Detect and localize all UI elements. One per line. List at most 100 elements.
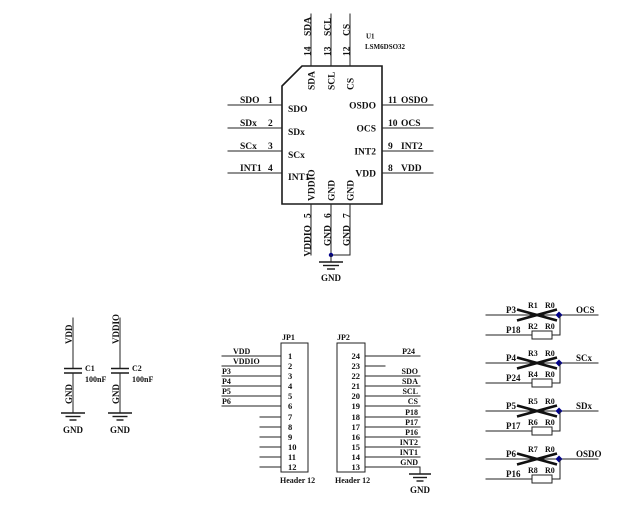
pin-number: 6 [324, 213, 334, 218]
pin-name: VDDIO [308, 169, 318, 201]
pin-number: 2 [268, 119, 273, 129]
net-label: OCS [576, 305, 595, 315]
net-label: OCS [401, 119, 421, 129]
net-label: GND [111, 384, 121, 405]
pin-number: 13 [324, 46, 334, 56]
net-label: SDA [402, 377, 418, 386]
net-label: P24 [402, 347, 415, 356]
net-label: INT2 [401, 142, 423, 152]
ic-refdes: U1 [366, 33, 375, 41]
net-label: CS [343, 24, 353, 36]
pin-number: 8 [388, 164, 393, 174]
net-label: P16 [405, 428, 418, 437]
pin-number: 11 [388, 96, 397, 106]
junction-dot [555, 455, 563, 463]
net-label: P5 [222, 387, 231, 396]
resistor-refdes: R1 [528, 301, 538, 310]
pin-name: SCx [288, 151, 305, 161]
net-label: VDDIO [111, 314, 121, 344]
pin-number: 11 [288, 452, 296, 462]
pin-name: SDx [288, 128, 305, 138]
resistor-refdes: R5 [528, 397, 538, 406]
net-label: VDD [64, 324, 74, 344]
crossed-out-resistor [516, 308, 558, 322]
resistor-pair-r1-r2: P3 R1 R0 OCS P18 R2 R0 [485, 301, 599, 340]
resistor-body [531, 474, 553, 484]
net-label: SCL [324, 18, 334, 36]
header-jp1: JP1 Header 12 1 2 3 4 5 6 7 8 9 10 11 12… [221, 333, 315, 485]
net-label: INT1 [400, 448, 418, 457]
capacitor-c2: VDDIO GND C2 100nF GND [108, 314, 153, 435]
pin-name: INT2 [354, 148, 376, 158]
pin-name: OCS [356, 125, 376, 135]
net-label: VDDIO [233, 357, 260, 366]
net-label: SCx [576, 353, 593, 363]
crossed-out-resistor [516, 404, 558, 418]
pin-name: GND [328, 180, 338, 201]
capacitor-refdes: C2 [132, 364, 142, 373]
pin-number: 2 [288, 361, 292, 371]
net-label: P18 [405, 408, 418, 417]
net-label: INT1 [240, 164, 262, 174]
net-label: VDDIO [304, 225, 314, 257]
net-label: P16 [506, 469, 521, 479]
pin-number: 1 [268, 96, 273, 106]
header-body [336, 342, 366, 473]
resistor-value: R0 [545, 397, 555, 406]
ground-net-label: GND [63, 425, 84, 435]
junction-dot [555, 311, 563, 319]
net-label: OSDO [401, 96, 428, 106]
net-label: P3 [222, 367, 231, 376]
resistor-body [531, 426, 553, 436]
net-label: SDO [240, 96, 260, 106]
pin-name: SDO [288, 105, 308, 115]
net-label: P4 [506, 353, 516, 363]
net-label: VDD [233, 347, 251, 356]
resistor-pair-r7-r8: P6 R7 R0 OSDO P16 R8 R0 [485, 445, 602, 484]
net-label: P17 [506, 421, 521, 431]
net-label: VDD [401, 164, 422, 174]
net-label: SCx [240, 142, 257, 152]
pin-number: 17 [352, 422, 361, 432]
net-label: INT2 [400, 438, 418, 447]
resistor-refdes: R8 [528, 466, 538, 475]
crossed-out-resistor [516, 452, 558, 466]
pin-number: 14 [352, 452, 361, 462]
resistor-value: R0 [545, 322, 555, 331]
junction-dot [555, 359, 563, 367]
pin-number: 20 [352, 391, 361, 401]
capacitor-c1: VDD GND C1 100nF GND [61, 317, 106, 435]
pin-number: 16 [352, 432, 361, 442]
pin-number: 4 [268, 164, 273, 174]
net-label: SDO [402, 367, 418, 376]
pin-name: CS [347, 78, 357, 90]
ground-symbol [108, 412, 132, 421]
resistor-body [531, 330, 553, 340]
net-label: P6 [222, 397, 231, 406]
header-body [280, 342, 309, 473]
pin-number: 10 [288, 442, 297, 452]
pin-number: 1 [288, 351, 292, 361]
pin-number: 18 [352, 412, 361, 422]
pin-number: 23 [352, 361, 361, 371]
header-refdes: JP2 [337, 333, 350, 342]
ic-u1: GND U1 LSM6DSO32 SDO 1 SDO SDx 2 SDx SCx… [227, 13, 434, 283]
resistor-pair-r5-r6: P5 R5 R0 SDx P17 R6 R0 [485, 397, 599, 436]
pin-number: 3 [268, 142, 273, 152]
pin-number: 3 [288, 371, 292, 381]
pin-number: 19 [352, 401, 361, 411]
capacitor-value: 100nF [132, 375, 153, 384]
header-type: Header 12 [335, 476, 370, 485]
junction-dot [555, 407, 563, 415]
resistor-refdes: R2 [528, 322, 538, 331]
resistor-value: R0 [545, 349, 555, 358]
net-label: GND [64, 384, 74, 405]
pin-name: VDD [355, 170, 376, 180]
net-label: GND [343, 225, 353, 246]
resistor-value: R0 [545, 418, 555, 427]
ground-net-label: GND [410, 485, 431, 495]
resistor-value: R0 [545, 301, 555, 310]
capacitor-value: 100nF [85, 375, 106, 384]
pin-number: 15 [352, 442, 361, 452]
net-label: SDx [576, 401, 593, 411]
